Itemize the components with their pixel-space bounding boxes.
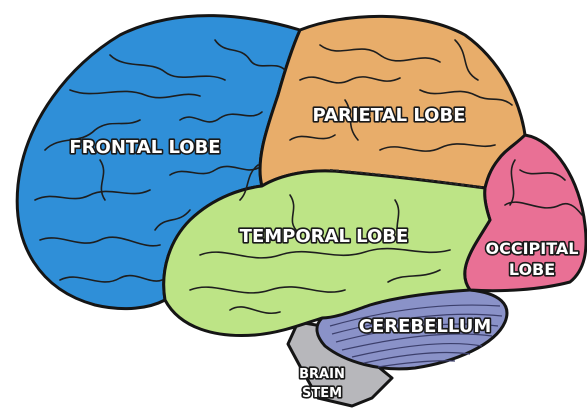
occipital-lobe-label-line2: LOBE: [509, 260, 555, 279]
occipital-lobe-label-line1: OCCIPITAL: [486, 239, 579, 258]
cerebellum-label: CEREBELLUM: [359, 316, 492, 337]
frontal-lobe-label: FRONTAL LOBE: [69, 137, 220, 158]
brain-stem-label-line2: STEM: [302, 386, 342, 401]
temporal-lobe-label: TEMPORAL LOBE: [240, 226, 409, 247]
parietal-lobe-label: PARIETAL LOBE: [312, 105, 465, 126]
parietal-lobe-region: [260, 16, 525, 188]
brain-stem-label-line1: BRAIN: [299, 367, 345, 382]
